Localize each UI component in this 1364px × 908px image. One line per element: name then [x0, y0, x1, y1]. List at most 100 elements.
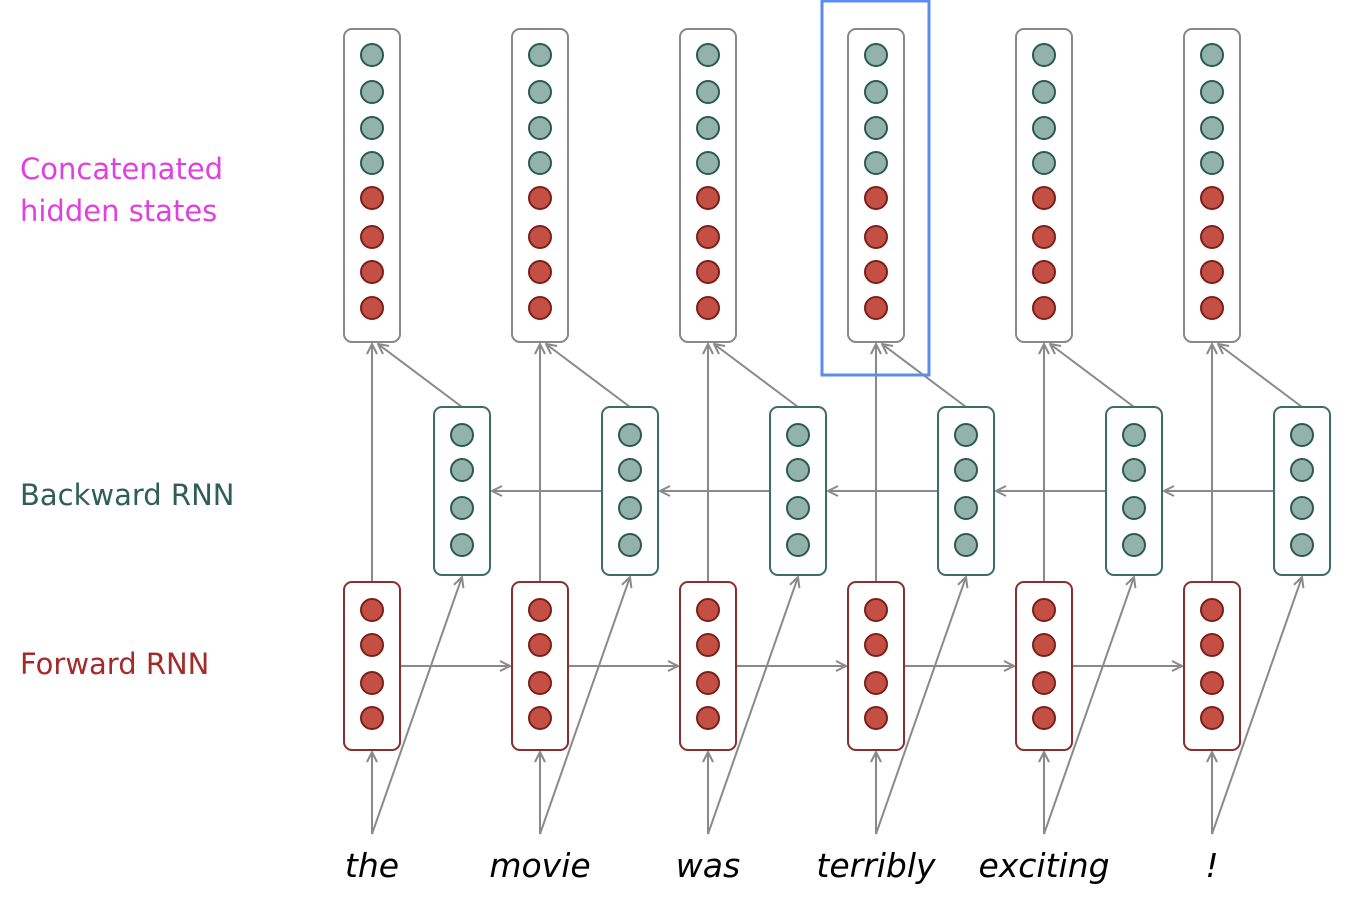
backward-rnn-cell	[1105, 406, 1163, 576]
backward-hidden-unit	[450, 533, 474, 557]
forward-hidden-unit	[528, 671, 552, 695]
concatenated-forward-unit	[1032, 225, 1056, 249]
highlight-box	[820, 0, 931, 377]
forward-hidden-unit	[1200, 671, 1224, 695]
concatenated-forward-unit	[696, 260, 720, 284]
concatenated-backward-unit	[696, 80, 720, 104]
forward-hidden-unit	[528, 598, 552, 622]
backward-hidden-unit	[450, 496, 474, 520]
forward-hidden-unit	[360, 633, 384, 657]
concatenated-forward-unit	[696, 296, 720, 320]
concatenated-backward-unit	[696, 43, 720, 67]
concatenated-forward-unit	[864, 296, 888, 320]
word-to-backward-arrow	[539, 577, 630, 835]
forward-hidden-unit	[528, 633, 552, 657]
concatenated-backward-unit	[360, 43, 384, 67]
concatenated-backward-unit	[1200, 80, 1224, 104]
forward-hidden-unit	[1032, 633, 1056, 657]
concatenated-hidden-state-cell	[847, 28, 905, 343]
backward-rnn-cell	[937, 406, 995, 576]
forward-rnn-cell	[679, 581, 737, 751]
concatenated-forward-unit	[528, 296, 552, 320]
concatenated-forward-unit	[360, 296, 384, 320]
input-word: terribly	[816, 846, 936, 885]
backward-hidden-unit	[954, 533, 978, 557]
arrows-layer	[371, 344, 1303, 835]
concatenated-label-line1: Concatenated	[20, 152, 224, 186]
concatenated-backward-unit	[360, 80, 384, 104]
concatenated-forward-unit	[360, 186, 384, 210]
backward-hidden-unit	[954, 496, 978, 520]
backward-hidden-unit	[450, 458, 474, 482]
forward-rnn-cell	[511, 581, 569, 751]
backward-hidden-unit	[1290, 423, 1314, 447]
concatenated-forward-unit	[1200, 225, 1224, 249]
forward-hidden-unit	[864, 671, 888, 695]
forward-hidden-unit	[696, 598, 720, 622]
forward-hidden-unit	[864, 598, 888, 622]
word-to-backward-arrow	[707, 577, 798, 835]
forward-hidden-unit	[696, 706, 720, 730]
backward-hidden-unit	[1290, 458, 1314, 482]
word-to-backward-arrow	[875, 577, 966, 835]
concatenated-hidden-state-cell	[1183, 28, 1241, 343]
word-to-backward-arrow	[371, 577, 462, 835]
concatenated-backward-unit	[864, 116, 888, 140]
backward-hidden-unit	[450, 423, 474, 447]
forward-rnn-label: Forward RNN	[20, 647, 210, 681]
concatenated-backward-unit	[1200, 151, 1224, 175]
input-word: was	[675, 846, 741, 885]
concatenated-forward-unit	[360, 225, 384, 249]
backward-rnn-cell	[601, 406, 659, 576]
concatenated-hidden-states-label: Concatenated hidden states	[20, 148, 223, 232]
backward-to-concat-arrow	[1218, 344, 1303, 408]
forward-hidden-unit	[360, 671, 384, 695]
input-word: exciting	[978, 846, 1110, 885]
backward-rnn-cell	[1273, 406, 1331, 576]
backward-rnn-cell	[769, 406, 827, 576]
backward-rnn-label: Backward RNN	[20, 478, 235, 512]
forward-hidden-unit	[1032, 706, 1056, 730]
concatenated-forward-unit	[1032, 186, 1056, 210]
backward-hidden-unit	[954, 458, 978, 482]
input-word: !	[1205, 846, 1219, 885]
backward-hidden-unit	[1122, 458, 1146, 482]
concatenated-forward-unit	[1200, 296, 1224, 320]
backward-hidden-unit	[618, 533, 642, 557]
backward-rnn-cell	[433, 406, 491, 576]
concatenated-forward-unit	[864, 260, 888, 284]
concatenated-forward-unit	[528, 186, 552, 210]
backward-hidden-unit	[1290, 496, 1314, 520]
concatenated-forward-unit	[360, 260, 384, 284]
concatenated-forward-unit	[1200, 186, 1224, 210]
concatenated-backward-unit	[528, 80, 552, 104]
forward-hidden-unit	[360, 706, 384, 730]
concatenated-backward-unit	[528, 43, 552, 67]
concatenated-forward-unit	[864, 186, 888, 210]
backward-hidden-unit	[1122, 496, 1146, 520]
backward-to-concat-arrow	[378, 344, 463, 408]
concatenated-hidden-state-cell	[511, 28, 569, 343]
concatenated-backward-unit	[864, 80, 888, 104]
concatenated-backward-unit	[360, 151, 384, 175]
concatenated-backward-unit	[1032, 80, 1056, 104]
forward-hidden-unit	[1032, 598, 1056, 622]
forward-hidden-unit	[864, 633, 888, 657]
concatenated-forward-unit	[1032, 296, 1056, 320]
backward-hidden-unit	[618, 423, 642, 447]
backward-hidden-unit	[786, 496, 810, 520]
concatenated-forward-unit	[696, 225, 720, 249]
input-word: movie	[489, 846, 591, 885]
forward-rnn-cell	[1183, 581, 1241, 751]
forward-hidden-unit	[696, 633, 720, 657]
concatenated-hidden-state-cell	[343, 28, 401, 343]
concatenated-backward-unit	[360, 116, 384, 140]
concatenated-forward-unit	[696, 186, 720, 210]
backward-to-concat-arrow	[714, 344, 799, 408]
concatenated-backward-unit	[1032, 116, 1056, 140]
word-to-backward-arrow	[1043, 577, 1134, 835]
forward-rnn-cell	[1015, 581, 1073, 751]
backward-hidden-unit	[1290, 533, 1314, 557]
concatenated-forward-unit	[528, 225, 552, 249]
